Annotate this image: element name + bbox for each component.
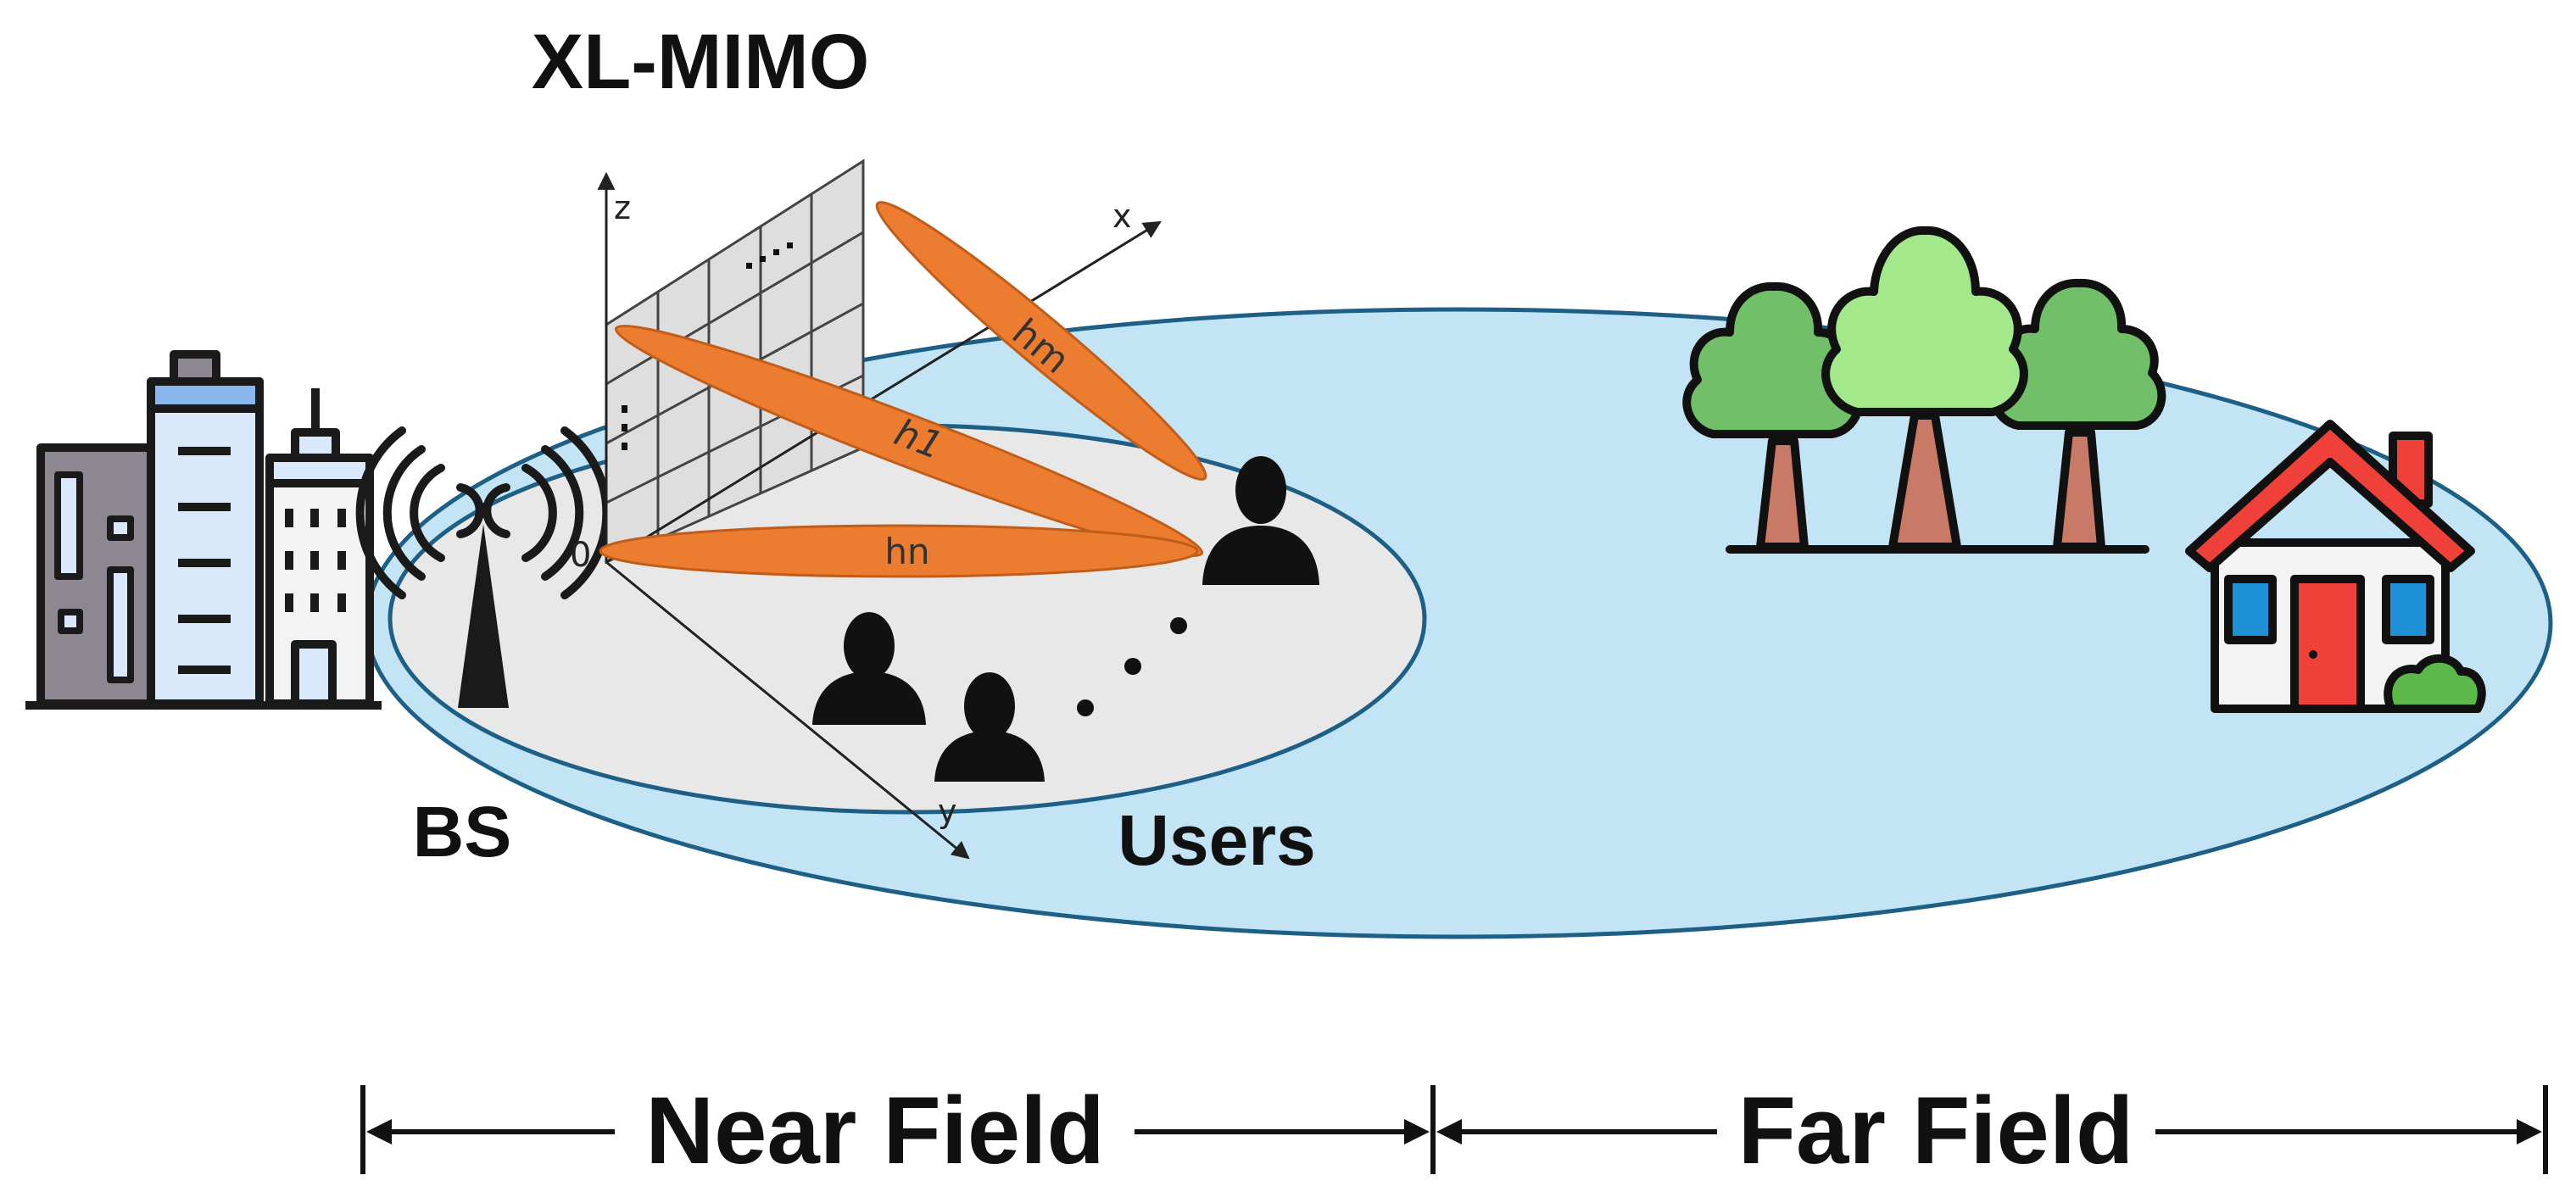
- field-range-ruler: [360, 1085, 2548, 1174]
- user-icon: [1202, 456, 1319, 585]
- ellipsis-dots: [1077, 617, 1187, 716]
- far-field-label: Far Field: [1738, 1078, 2134, 1184]
- office-buildings-icon: [25, 350, 382, 710]
- beam-label-hn: hn: [884, 531, 929, 572]
- tree-icon: [1821, 226, 2028, 551]
- near-field-label: Near Field: [645, 1078, 1105, 1184]
- axis-label-y: y: [938, 793, 957, 830]
- users-label: Users: [1118, 800, 1316, 880]
- diagram-title: XL-MIMO: [532, 19, 870, 105]
- axis-label-origin: 0: [570, 536, 591, 575]
- bs-label: BS: [413, 792, 512, 872]
- coordinate-axes: [597, 171, 1162, 860]
- user-icon: [934, 672, 1045, 782]
- axis-label-z: z: [614, 189, 631, 226]
- beam-h1: [614, 324, 1204, 558]
- beam-hn: [599, 524, 1199, 578]
- axis-label-x: x: [1112, 198, 1132, 235]
- beam-hm: [875, 201, 1207, 481]
- user-icon: [812, 612, 926, 725]
- house-icon: [2185, 420, 2486, 713]
- antenna-tower-icon: [458, 524, 509, 708]
